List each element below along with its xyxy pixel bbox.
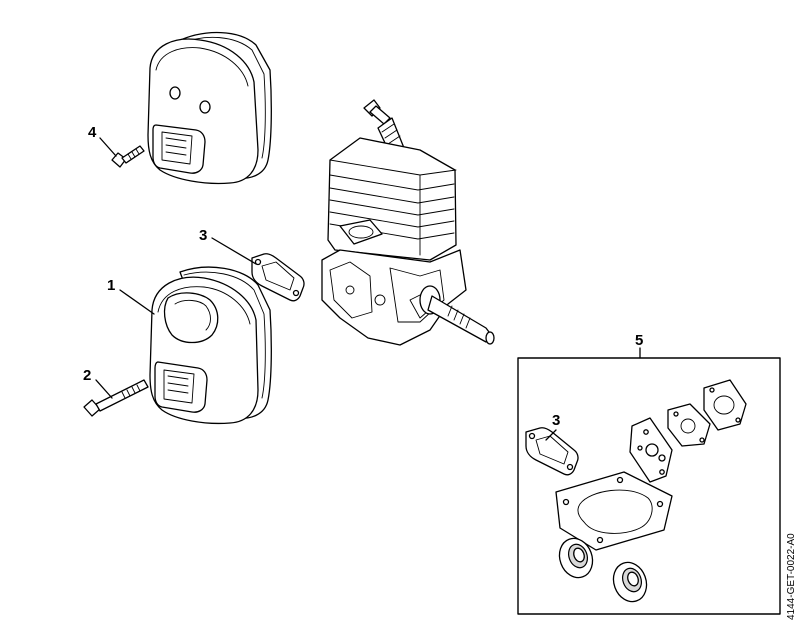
- screw-part-4[interactable]: [111, 145, 145, 168]
- bolt-part-2[interactable]: [83, 379, 149, 417]
- muffler-part-1[interactable]: [149, 266, 272, 425]
- kit-flange-gasket[interactable]: [703, 379, 747, 431]
- callout-2: 2: [83, 367, 91, 384]
- kit-oil-seal-1[interactable]: [554, 534, 598, 583]
- kit-exhaust-gasket[interactable]: [525, 427, 579, 476]
- kit-intake-gasket[interactable]: [629, 417, 673, 483]
- kit-oil-seal-2[interactable]: [608, 558, 652, 607]
- callout-1: 1: [107, 277, 115, 294]
- callout-3: 3: [199, 227, 207, 244]
- kit-cylinder-base-gasket[interactable]: [555, 471, 673, 551]
- callout-3-kit: 3: [552, 412, 560, 429]
- kit-carburetor-gasket[interactable]: [667, 403, 711, 447]
- callout-5: 5: [635, 332, 643, 349]
- document-id: 4144-GET-0022-A0: [786, 533, 797, 620]
- engine-cylinder[interactable]: [321, 99, 495, 346]
- callout-4: 4: [88, 124, 97, 141]
- gasket-kit-part-5[interactable]: [517, 357, 781, 615]
- gasket-part-3[interactable]: [251, 253, 305, 302]
- leader-lines: [95, 137, 641, 441]
- muffler-cover-upper[interactable]: [147, 31, 272, 185]
